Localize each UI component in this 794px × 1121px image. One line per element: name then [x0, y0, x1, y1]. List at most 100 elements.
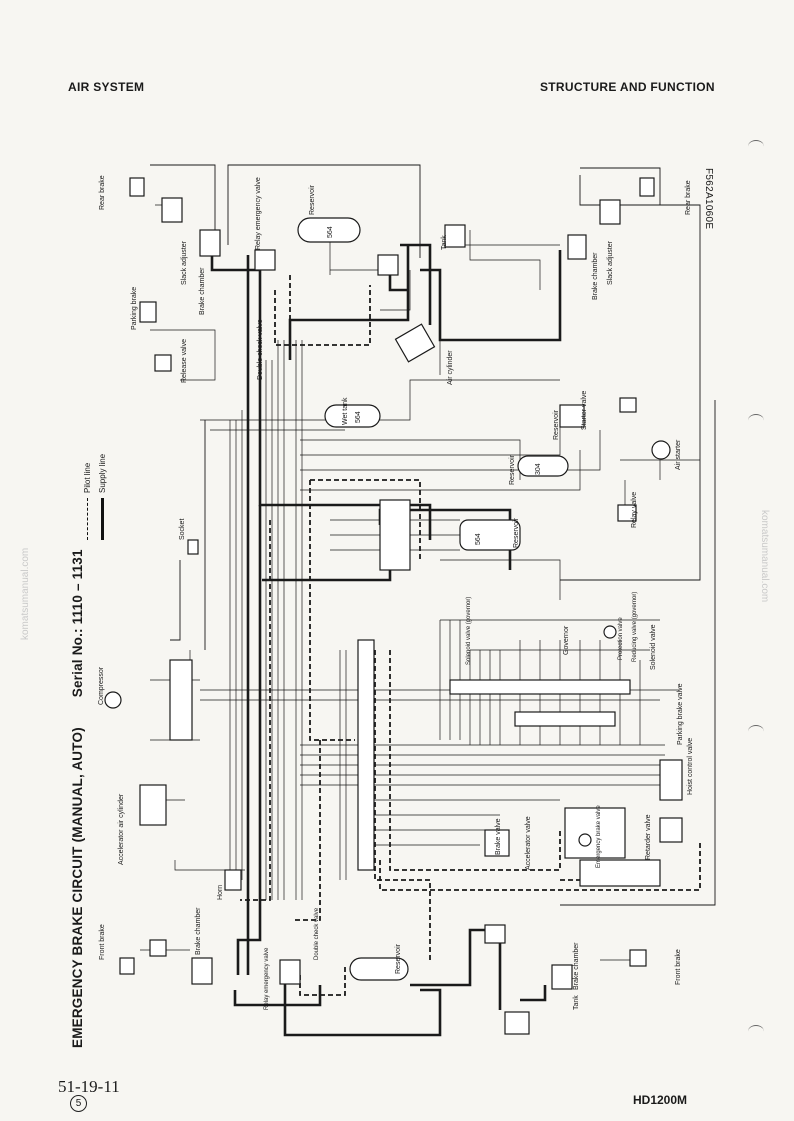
label-reservoir-top-num: 564	[327, 226, 334, 238]
label-reservoir-main: Reservoir	[513, 517, 520, 548]
reservoir-304-tank	[517, 455, 569, 477]
accelerator-air-cylinder-block	[139, 784, 167, 826]
relay-emergency-valve-bot-block	[279, 959, 301, 985]
socket-block	[187, 539, 199, 555]
model-number: HD1200M	[633, 1093, 688, 1107]
diagram-labels: Rear brake Slack adjuster Brake chamber …	[98, 175, 694, 1010]
binding-mark	[748, 1025, 764, 1038]
page-number: 51-19-11	[58, 1077, 120, 1096]
section-header-right: STRUCTURE AND FUNCTION	[540, 80, 715, 94]
valve-block-lower	[579, 859, 661, 887]
label-slack-adjuster-r: Slack adjuster	[607, 240, 614, 285]
label-accelerator-air-cylinder: Accelerator air cylinder	[118, 793, 125, 865]
brake-chamber-rl-block	[199, 229, 221, 257]
starter-valve-block	[559, 404, 585, 428]
label-brake-chamber-l: Brake chamber	[199, 267, 206, 315]
protection-valve-gauge	[603, 625, 617, 639]
label-solenoid-valve-gov: Solenoid valve (governor)	[466, 597, 472, 665]
label-double-check-valve-bot: Double check valve	[314, 907, 320, 960]
reservoir-main-tank	[459, 519, 521, 551]
revision-mark: 5	[70, 1095, 87, 1112]
label-brake-valve: Brake valve	[495, 818, 502, 855]
label-reservoir-304-num: 304	[535, 463, 542, 475]
label-reservoir-top: Reservoir	[309, 184, 316, 215]
label-relay-emergency-valve-bot: Relay emergency valve	[264, 947, 270, 1010]
label-brake-chamber-r: Brake chamber	[592, 252, 599, 300]
label-wet-tank: Wet tank	[342, 397, 349, 425]
label-reservoir-304: Reservoir	[509, 454, 516, 485]
label-reservoir-main-num: 564	[475, 533, 482, 545]
binding-mark	[748, 725, 764, 738]
label-relay-valve: Relay valve	[631, 492, 638, 528]
air-starter-circle	[651, 440, 671, 460]
label-reservoir-bot: Reservoir	[395, 943, 402, 974]
hoist-control-valve-block	[659, 759, 683, 801]
label-front-brake-l: Front brake	[99, 924, 106, 960]
label-double-check-valve-top: Double check valve	[257, 319, 264, 380]
double-check-valve-bot-block	[484, 924, 506, 944]
label-emergency-brake-valve: Emergency brake valve	[596, 805, 602, 868]
emergency-gauge	[578, 833, 592, 847]
label-brake-chamber-fl: Brake chamber	[195, 907, 202, 955]
label-accelerator-valve: Accelerator valve	[525, 816, 532, 870]
air-cylinder-block	[394, 323, 436, 363]
front-brake-l-arm	[119, 957, 135, 975]
label-socket: Socket	[179, 519, 186, 540]
switch-bank	[449, 679, 631, 695]
label-reservoir-mid: Reservoir	[553, 409, 560, 440]
front-brake-l-block	[149, 939, 167, 957]
retarder-valve-block	[659, 817, 683, 843]
label-rear-brake-l: Rear brake	[99, 175, 106, 210]
valve-bank	[379, 499, 411, 571]
slack-adjuster-l-block	[161, 197, 183, 223]
label-air-starter: Air starter	[675, 439, 682, 470]
label-horn: Horn	[217, 885, 224, 900]
solenoid-bank	[514, 711, 616, 727]
label-brake-chamber-fr: Brake chamber	[573, 942, 580, 990]
label-parking-brake-valve: Parking brake valve	[677, 683, 684, 745]
label-release-valve: Release valve	[181, 339, 188, 383]
relay-valve-block	[617, 504, 637, 522]
tank-top-block	[444, 224, 466, 248]
label-tank-top: Tank	[441, 235, 448, 250]
central-manifold	[357, 639, 375, 871]
reservoir-top-tank	[297, 217, 361, 243]
brake-chamber-fr-block	[551, 964, 573, 990]
binding-mark	[748, 414, 764, 427]
front-brake-r-block	[629, 949, 647, 967]
label-wet-tank-num: 564	[355, 411, 362, 423]
emergency-brake-valve-panel	[564, 807, 626, 859]
horn-block	[224, 869, 242, 891]
double-check-valve-top-block	[377, 254, 399, 276]
label-retarder-valve: Retarder valve	[645, 814, 652, 860]
manifold-left	[169, 659, 193, 741]
supply-lines	[210, 240, 562, 1037]
label-slack-adjuster-l: Slack adjuster	[181, 240, 188, 285]
section-header-left: AIR SYSTEM	[68, 80, 145, 94]
frame-lines	[150, 164, 716, 906]
label-air-cylinder: Air cylinder	[447, 350, 454, 385]
binding-mark	[748, 140, 764, 153]
components	[104, 177, 683, 1035]
label-tank-bot: Tank	[573, 995, 580, 1010]
rear-brake-l-block	[129, 177, 145, 197]
slack-adjuster-r-block	[599, 199, 621, 225]
release-valve-block	[154, 354, 172, 372]
label-solenoid-valve: Solenoid valve	[650, 624, 657, 670]
wet-tank	[324, 404, 381, 428]
label-relay-emergency-valve-top: Relay emergency valve	[255, 177, 262, 250]
brake-chamber-fl-block	[191, 957, 213, 985]
brake-chamber-rr-block	[567, 234, 587, 260]
label-hoist-control-valve: Hoist control valve	[687, 738, 694, 795]
starter-valve-switch	[619, 397, 637, 413]
label-rear-brake-r: Rear brake	[685, 180, 692, 215]
label-parking-brake: Parking brake	[131, 287, 138, 330]
label-starter-valve: Starter valve	[581, 391, 588, 430]
parking-brake-block	[139, 301, 157, 323]
tank-bottom-block	[504, 1011, 530, 1035]
relay-emergency-valve-top-block	[254, 249, 276, 271]
label-governor: Governor	[563, 625, 570, 655]
label-compressor: Compressor	[98, 666, 105, 705]
brake-valve-block	[484, 829, 510, 857]
